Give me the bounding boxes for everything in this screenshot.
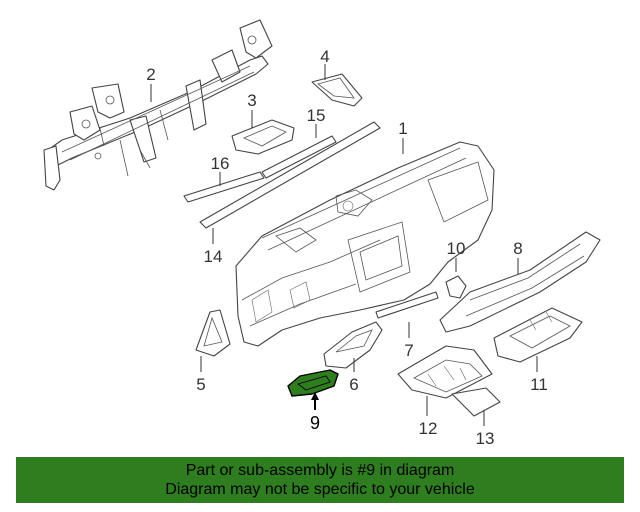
part-8 [439,231,601,333]
callout-15: 15 [307,106,326,125]
part-6 [323,321,383,369]
callout-14: 14 [204,247,223,266]
part-5 [195,309,231,357]
callout-2: 2 [146,65,155,84]
part-13 [451,387,501,417]
part-3 [231,119,295,155]
banner-line-1: Part or sub-assembly is #9 in diagram [185,462,455,479]
part-2-cross-car-beam [43,19,273,191]
part-10 [445,275,467,299]
part-12 [397,345,493,399]
callout-3: 3 [247,91,256,110]
callout-6: 6 [349,375,358,394]
callout-11: 11 [530,375,548,394]
part-11-glove-box [493,307,583,363]
banner-line-2: Diagram may not be specific to your vehi… [165,481,475,498]
part-1-instrument-panel [235,141,495,347]
part-14 [199,121,381,229]
callout-16: 16 [211,154,230,173]
part-7 [375,291,439,319]
parts-diagram: 2 3 4 15 16 14 1 10 8 5 6 7 11 12 13 9 [43,19,601,448]
callout-13: 13 [476,429,495,448]
callout-9: 9 [310,413,320,433]
part-16 [183,171,265,203]
leader-lines [150,64,538,426]
part-9-highlighted [287,369,339,397]
part-15 [261,135,337,179]
callout-1: 1 [398,119,407,138]
callout-10: 10 [447,239,466,258]
callout-12: 12 [419,419,438,438]
info-banner: Part or sub-assembly is #9 in diagram Di… [16,457,624,503]
callout-7: 7 [404,341,413,360]
callout-8: 8 [513,239,522,258]
callout-5: 5 [196,375,205,394]
callout-4: 4 [320,47,329,66]
